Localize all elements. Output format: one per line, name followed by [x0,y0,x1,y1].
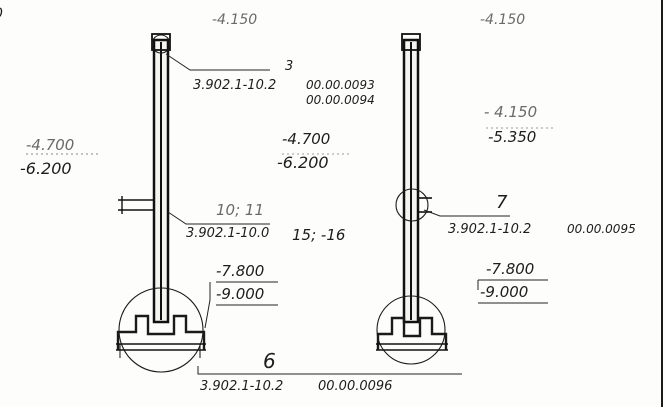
center-level-lower: -6.200 [277,153,329,172]
callout-bottom-code: 00.00.0096 [318,379,392,394]
right-column [395,33,432,324]
top-level-left: -4.150 [212,12,257,28]
callout-left-ref: 3.902.1-10.0 [186,226,269,241]
callout-top-number: 3 [285,59,293,74]
bottom-right-lower: -9.000 [480,283,528,301]
bottom-left-lower: -9.000 [216,285,264,303]
bottom-right-upper: -7.800 [486,260,534,278]
callout-right-code: 00.00.0095 [567,222,636,236]
callout-left-number: 10; 11 [216,201,264,219]
right-foundation [376,295,448,365]
callout-top-code-b: 00.00.0094 [306,93,375,107]
right-level-upper: - 4.150 [484,103,537,121]
left-level-lower: -6.200 [20,159,72,178]
bottom-left-upper: -7.800 [216,262,264,280]
callout-right-ref: 3.902.1-10.2 [448,222,531,237]
center-level-upper: -4.700 [282,130,330,148]
callout-bottom-ref: 3.902.1-10.2 [200,379,283,394]
leader-lines [26,53,556,375]
left-column [118,33,171,324]
callout-bottom-number: 6 [263,349,276,373]
callout-left-suffix: 15; -16 [292,226,345,244]
callout-top-ref: 3.902.1-10.2 [193,78,276,93]
left-foundation [116,287,206,373]
left-level-upper: -4.700 [26,136,74,154]
callout-top-code-a: 00.00.0093 [306,78,375,92]
top-level-right: -4.150 [480,12,525,28]
callout-right-number: 7 [496,192,508,213]
right-level-lower: -5.350 [488,128,536,146]
edge-mark: 0 [0,6,3,22]
